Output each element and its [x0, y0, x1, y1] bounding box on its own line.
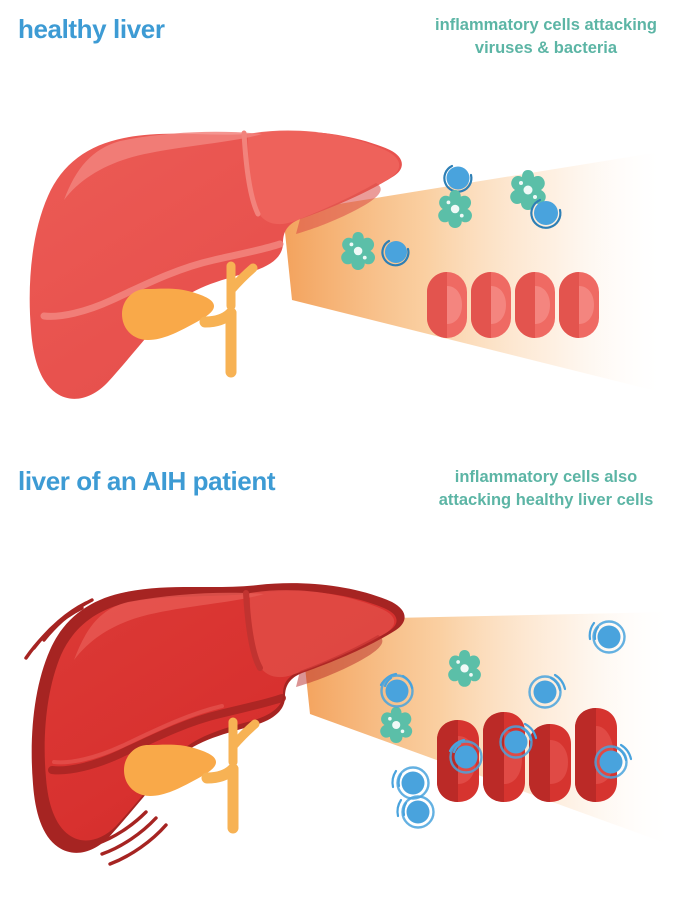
immune-cell [391, 766, 430, 800]
liver-inflamed-inferior-highlight [52, 704, 224, 765]
panel-title-aih: liver of an AIH patient [18, 466, 276, 496]
bile-duct [199, 261, 258, 378]
pathogen [448, 650, 481, 687]
liver-left-lobe [248, 130, 400, 225]
liver-cell [471, 272, 511, 338]
liver-top-highlight [64, 131, 262, 200]
immune-cell [588, 620, 626, 654]
liver-inflamed-inferior-edge [48, 694, 286, 775]
panel-title-healthy: healthy liver [18, 14, 165, 44]
liver-inflamed-right-shading [296, 635, 383, 687]
liver-inflamed-top-highlight [74, 592, 264, 660]
liver-cell [427, 272, 467, 338]
immune-cell [379, 672, 414, 708]
liver-cell-damaged [529, 724, 571, 802]
liver-inflamed-left-lobe [250, 590, 395, 678]
immune-cell [528, 673, 567, 709]
liver-inflamed-fissure [243, 590, 263, 671]
immune-cell [594, 743, 633, 779]
panel-healthy-liver: healthy liver inflammatory cells attacki… [18, 14, 660, 399]
immune-cell [499, 722, 538, 759]
liver-cell-row-healthy [427, 272, 599, 338]
immune-cell [448, 738, 483, 774]
bile-duct [201, 717, 260, 834]
pathogen [510, 170, 546, 210]
liver-falciform-ligament [241, 130, 261, 217]
liver-vibration-lines [24, 598, 168, 866]
immune-cell [443, 164, 473, 193]
panel-caption-healthy: inflammatory cells attacking viruses & b… [435, 16, 657, 58]
immune-cell [396, 795, 435, 829]
liver-right-shading [296, 183, 381, 234]
healthy-liver-illustration [29, 130, 660, 399]
liver-organ-healthy [29, 130, 402, 399]
liver-organ-inflamed [24, 583, 405, 866]
liver-inferior-edge-highlight [40, 240, 284, 320]
pathogen [341, 232, 375, 270]
pathogen [438, 190, 472, 228]
panel-caption-aih: inflammatory cells also attacking health… [438, 468, 654, 510]
gallbladder [122, 288, 214, 340]
gallbladder [124, 744, 216, 796]
immune-cell [530, 198, 562, 229]
liver-cell [515, 272, 555, 338]
pathogen [380, 707, 413, 743]
liver-cell [559, 272, 599, 338]
panel-aih-liver: liver of an AIH patient inflammatory cel… [0, 452, 676, 904]
immune-cell [381, 239, 410, 267]
aih-liver-illustration [24, 583, 668, 866]
